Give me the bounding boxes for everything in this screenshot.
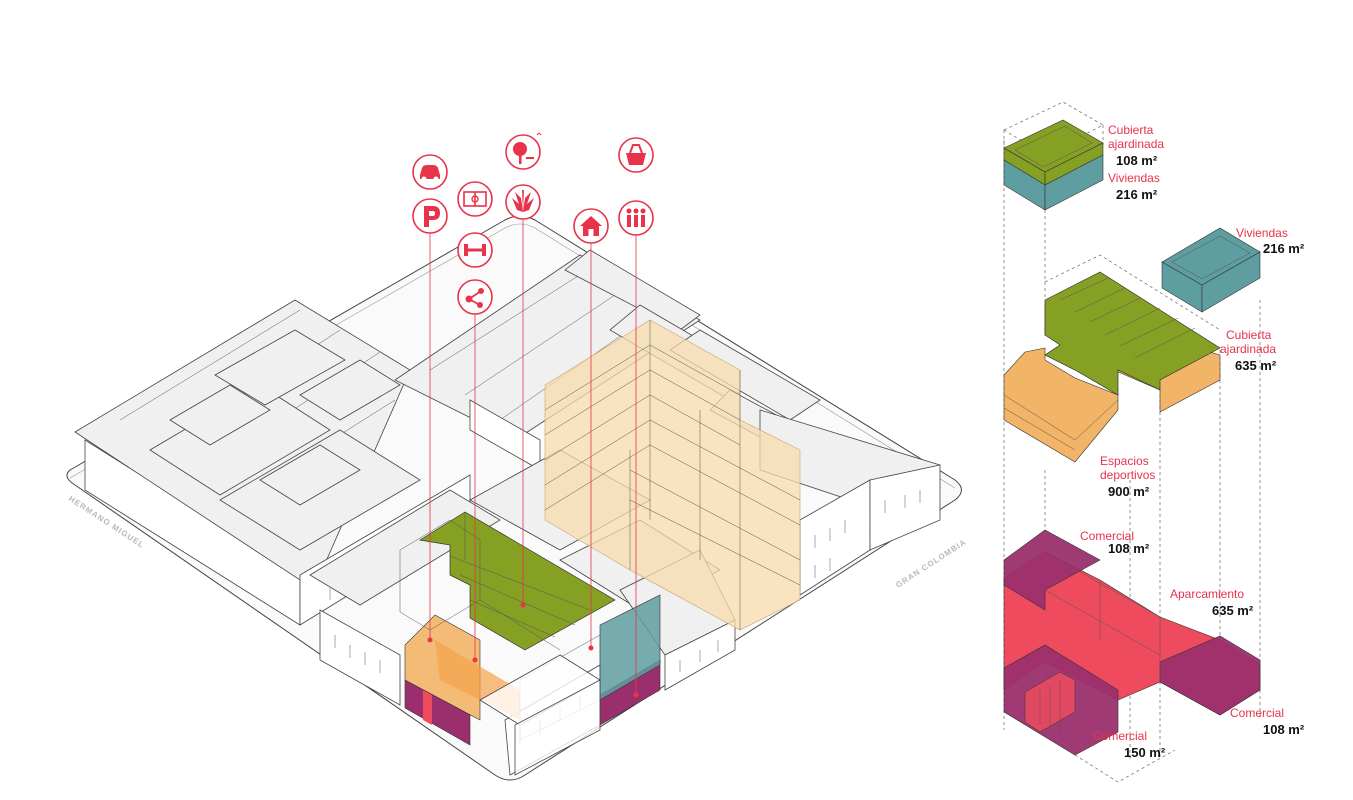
base-commercial-a-area: 108 m² <box>1108 541 1150 556</box>
car-icon <box>412 154 448 190</box>
label-mid-sports: Espacios deportivos 900 m² <box>1100 454 1155 499</box>
pin-lines <box>427 220 639 698</box>
top-roof-label-line2: ajardinada <box>1108 137 1164 151</box>
mid-sports-label-line2: deportivos <box>1100 468 1155 482</box>
top-housing-label: Viviendas <box>1108 171 1160 185</box>
mid-sports-area: 900 m² <box>1108 484 1150 499</box>
level-mid-sports-volume <box>1003 254 1221 463</box>
mid-housing-area: 216 m² <box>1263 241 1305 256</box>
mid-roof-label-line1: Cubierta <box>1226 328 1272 342</box>
label-top-housing: Viviendas 216 m² <box>1108 171 1160 202</box>
existing-buildings-west <box>74 299 501 706</box>
share-icon <box>457 279 493 315</box>
parking-icon <box>412 198 448 234</box>
label-base-commercial-b: Comercial 108 m² <box>1230 706 1305 737</box>
label-base-commercial-a: Comercial 108 m² <box>1080 529 1150 556</box>
street-label-right: GRAN COLOMBIA <box>894 537 968 589</box>
mid-housing-label: Viviendas <box>1236 226 1288 240</box>
court-icon <box>457 181 493 217</box>
mid-sports-label-line1: Espacios <box>1100 454 1149 468</box>
mid-roof-label-line2: ajardinada <box>1220 342 1276 356</box>
label-mid-roof: Cubierta ajardinada 635 m² <box>1220 328 1277 373</box>
top-housing-area: 216 m² <box>1116 187 1158 202</box>
basket-icon <box>618 137 654 173</box>
base-commercial-b-area: 108 m² <box>1263 722 1305 737</box>
top-roof-label-line1: Cubierta <box>1108 123 1154 137</box>
label-base-parking: Aparcamiento 635 m² <box>1170 587 1254 618</box>
base-commercial-c-label: Comercial <box>1093 729 1147 743</box>
dumbbell-icon <box>457 232 493 268</box>
plant-icon <box>505 184 541 220</box>
base-commercial-a-label: Comercial <box>1080 529 1134 543</box>
project-building <box>399 511 661 776</box>
base-commercial-c-area: 150 m² <box>1124 745 1166 760</box>
top-roof-area: 108 m² <box>1116 153 1158 168</box>
level-mid-housing-volume <box>1161 227 1261 313</box>
people-icon <box>618 200 654 236</box>
house-icon <box>573 208 609 244</box>
label-base-commercial-c: Comercial 150 m² <box>1093 729 1166 760</box>
level-top-volume <box>1003 101 1104 211</box>
base-parking-label: Aparcamiento <box>1170 587 1244 601</box>
base-parking-area: 635 m² <box>1212 603 1254 618</box>
tree-icon <box>505 132 542 170</box>
future-building-volume <box>544 319 801 631</box>
level-base-volume <box>1003 529 1261 783</box>
label-top-roof: Cubierta ajardinada 108 m² <box>1108 123 1164 168</box>
label-mid-housing: Viviendas 216 m² <box>1236 226 1305 256</box>
base-commercial-b-label: Comercial <box>1230 706 1284 720</box>
mid-roof-area: 635 m² <box>1235 358 1277 373</box>
